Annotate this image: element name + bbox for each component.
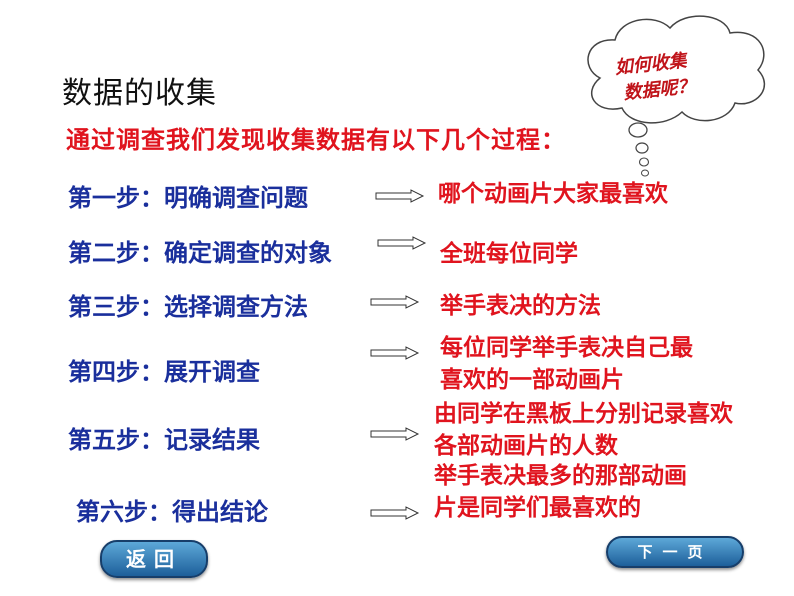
intro-text: 通过调查我们发现收集数据有以下几个过程：: [66, 125, 566, 154]
step-4-label: 第四步：展开调查: [68, 357, 260, 386]
step-1-label: 第一步：明确调查问题: [68, 183, 308, 212]
step-5-desc: 由同学在黑板上分别记录喜欢 各部动画片的人数: [434, 398, 733, 462]
arrow-right-icon: [370, 427, 420, 441]
step-3-label: 第三步：选择调查方法: [68, 292, 308, 321]
step-2-label: 第二步：确定调查的对象: [68, 238, 332, 267]
step-2-desc: 全班每位同学: [440, 238, 578, 270]
step-3-desc: 举手表决的方法: [440, 290, 601, 322]
step-1-desc: 哪个动画片大家最喜欢: [438, 178, 668, 210]
next-page-button[interactable]: 下一页: [606, 536, 744, 568]
next-page-button-label: 下一页: [637, 543, 713, 561]
step-3-desc-line1: 举手表决的方法: [440, 292, 601, 319]
step-4-desc-line2: 喜欢的一部动画片: [440, 366, 624, 393]
step-4-desc: 每位同学举手表决自己最 喜欢的一部动画片: [440, 332, 693, 396]
step-4-desc-line1: 每位同学举手表决自己最: [440, 334, 693, 361]
back-button[interactable]: 返回: [100, 540, 208, 578]
back-button-label: 返回: [126, 547, 182, 571]
step-6-desc-line1: 举手表决最多的那部动画: [434, 462, 687, 489]
step-5-label: 第五步：记录结果: [68, 425, 260, 454]
step-2-desc-line1: 全班每位同学: [440, 240, 578, 267]
arrow-right-icon: [370, 346, 420, 360]
step-5-desc-line1: 由同学在黑板上分别记录喜欢: [434, 400, 733, 427]
step-6-desc-line2: 片是同学们最喜欢的: [434, 494, 641, 521]
step-6-desc: 举手表决最多的那部动画 片是同学们最喜欢的: [434, 460, 687, 524]
arrow-right-icon: [370, 506, 420, 520]
page-title: 数据的收集: [62, 76, 217, 111]
step-5-desc-line2: 各部动画片的人数: [434, 432, 618, 459]
arrow-right-icon: [377, 236, 427, 250]
step-6-label: 第六步：得出结论: [76, 497, 268, 526]
arrow-right-icon: [375, 189, 425, 203]
step-1-desc-line1: 哪个动画片大家最喜欢: [438, 180, 668, 207]
thought-bubble-icon: [587, 15, 766, 177]
arrow-right-icon: [370, 295, 420, 309]
